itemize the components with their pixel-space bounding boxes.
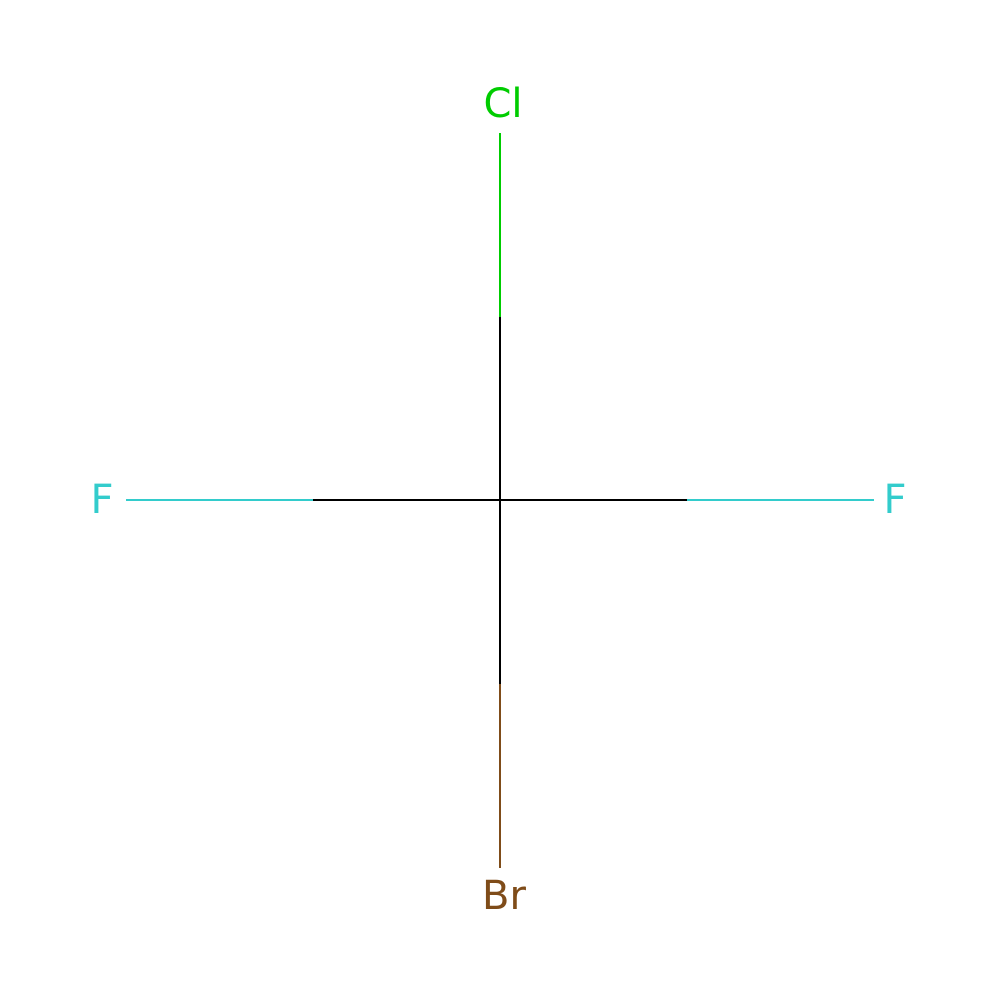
atom-label-fluorine-right: F xyxy=(883,477,906,523)
atom-label-chlorine: Cl xyxy=(483,81,522,127)
atom-label-fluorine-left: F xyxy=(90,477,113,523)
atom-label-bromine: Br xyxy=(482,873,526,919)
